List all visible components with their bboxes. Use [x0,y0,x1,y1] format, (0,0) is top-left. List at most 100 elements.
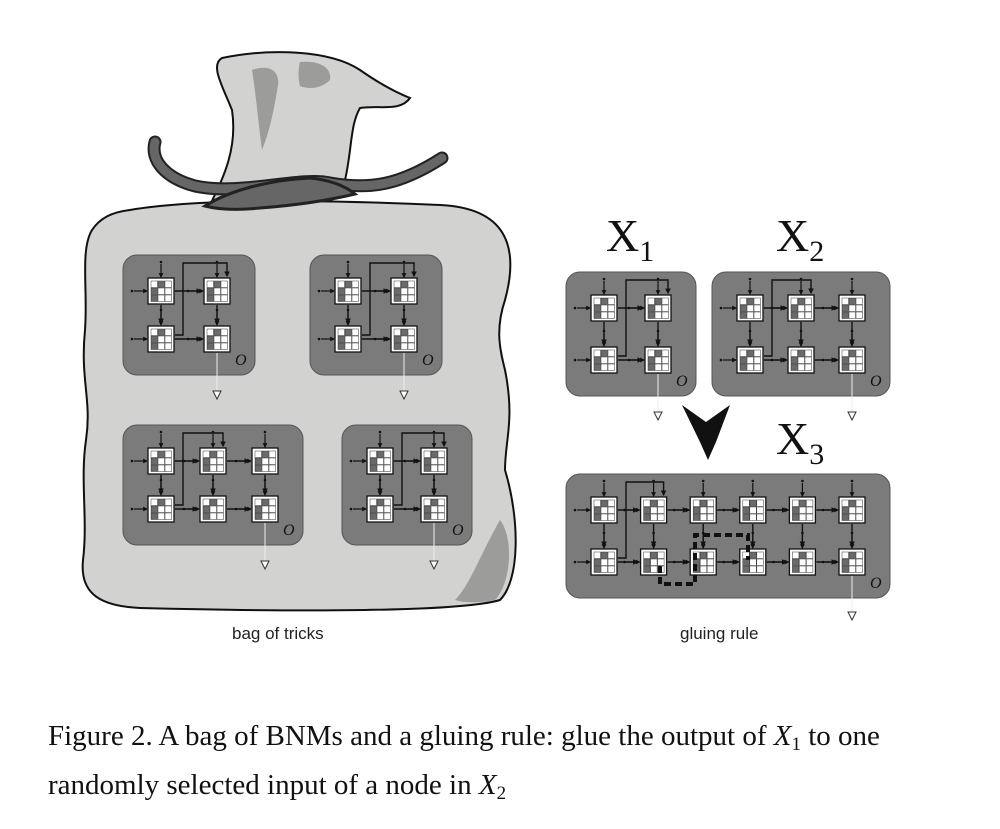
bnm-node [317,260,362,305]
node-table-cell [792,565,800,573]
node-table-cell [848,297,856,305]
node-table-cell [643,513,651,521]
node-table-cell [607,513,615,521]
node-table-cell [261,505,269,513]
node-table-cell [739,356,747,364]
node-table-cell [157,294,165,302]
node-table-cell [650,565,658,573]
node-table-cell [369,457,377,465]
node-table-cell [593,363,601,371]
node-table-cell [164,450,172,458]
node-table-cell [254,505,262,513]
node-table-cell [753,356,761,364]
node-table-cell [753,349,761,357]
node-table-cell [164,505,172,513]
node-table-cell [654,356,662,364]
node-table-cell [790,356,798,364]
node-table-cell [699,513,707,521]
node-table-cell [150,457,158,465]
node-table-cell [753,304,761,312]
node-table-cell [749,513,757,521]
node-table-cell [150,335,158,343]
bnm-node [573,277,618,322]
bag-neck-shade [252,67,279,150]
node-table-cell [699,565,707,573]
bnm-node [130,478,175,523]
node-table-cell [157,342,165,350]
node-table-cell [797,363,805,371]
node-table-cell [799,506,807,514]
node-table-cell [206,287,214,295]
node-table-cell [593,551,601,559]
node-table-cell [797,297,805,305]
node-table-cell [157,505,165,513]
input-dot [573,508,577,512]
node-table-cell [213,335,221,343]
node-table-cell [164,328,172,336]
bnm-node [772,531,817,576]
node-table-cell [351,280,359,288]
node-table-cell [804,356,812,364]
input-dot [346,260,350,264]
node-table-cell [855,506,863,514]
node-table-cell [753,363,761,371]
node-table-cell [706,499,714,507]
node-table-cell [407,280,415,288]
node-table-cell [268,512,276,520]
node-table-cell [650,506,658,514]
node-table-cell [848,356,856,364]
input-dot [573,358,577,362]
node-table-cell [407,335,415,343]
node-table-cell [344,287,352,295]
node-table-cell [647,304,655,312]
node-table-cell [657,551,665,559]
node-table-cell [593,506,601,514]
node-table-cell [746,356,754,364]
wire [618,279,671,357]
gluing-rule-label: gluing rule [680,624,759,643]
node-table-cell [855,363,863,371]
bnm-node [722,531,767,576]
node-table-cell [344,328,352,336]
node-table-cell [150,512,158,520]
node-table-cell [216,457,224,465]
node-table-cell [216,512,224,520]
node-table-cell [400,328,408,336]
node-table-cell [209,498,217,506]
node-table-cell [806,565,814,573]
output-arrow-icon [429,560,439,571]
node-table-cell [206,280,214,288]
node-table-cell [841,558,849,566]
node-table-cell [848,499,856,507]
node-table-cell [654,363,662,371]
bag-rope-knot [201,176,359,211]
node-table-cell [157,280,165,288]
node-table-cell [337,280,345,288]
node-table-cell [607,297,615,305]
node-table-cell [407,294,415,302]
node-table-cell [407,342,415,350]
node-table-cell [841,506,849,514]
node-table-cell [753,311,761,319]
node-table-cell [423,464,431,472]
node-table-cell [209,512,217,520]
node-table-cell [657,513,665,521]
node-table-cell [848,513,856,521]
node-table-cell [804,349,812,357]
node-table-cell [692,499,700,507]
node-table-cell [848,558,856,566]
node-table-cell [643,565,651,573]
node-table-cell [593,297,601,305]
bag-label: bag of tricks [232,624,324,643]
node-table-cell [753,297,761,305]
node-table-cell [254,450,262,458]
node-table-cell [393,328,401,336]
node-table-cell [746,349,754,357]
node-table-cell [351,328,359,336]
node-table-cell [806,506,814,514]
node-table-cell [647,311,655,319]
node-table-cell [848,565,856,573]
node-table-cell [699,506,707,514]
node-table-cell [692,506,700,514]
